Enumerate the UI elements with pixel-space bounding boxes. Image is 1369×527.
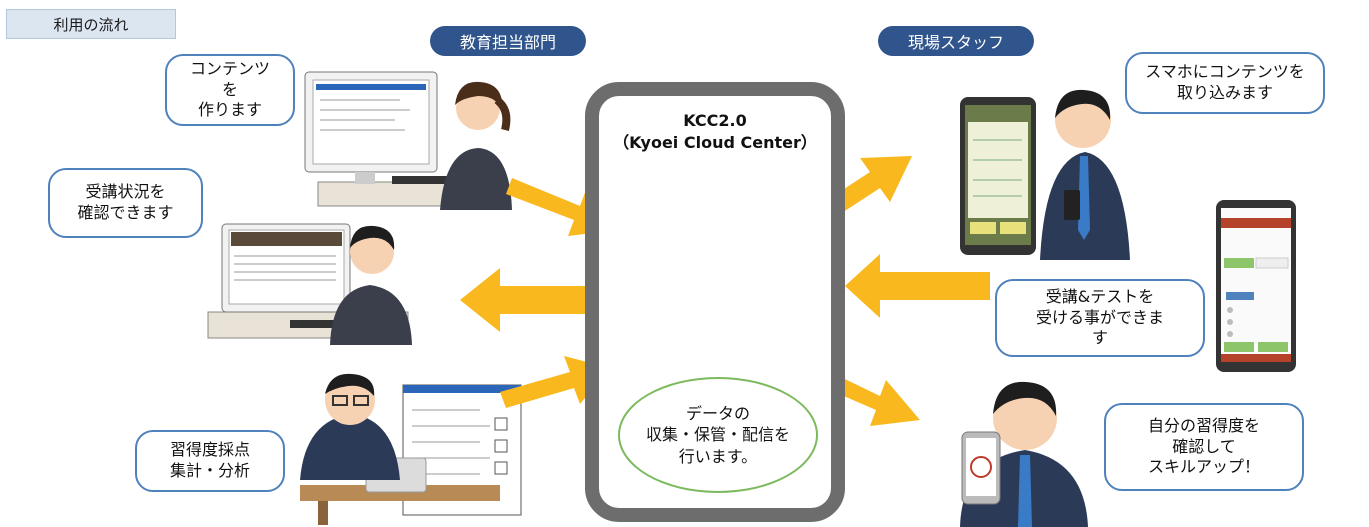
data-collection-ellipse: データの 収集・保管・配信を 行います。 xyxy=(618,377,818,493)
bubble-create-contents: コンテンツ を 作ります xyxy=(165,54,295,126)
man-at-computer-illustration xyxy=(207,223,412,345)
arrow-from-test-app xyxy=(845,254,990,318)
kcc-title-line1: KCC2.0 xyxy=(683,111,747,130)
bubble-import-contents: スマホにコンテンツを 取り込みます xyxy=(1125,52,1325,114)
flow-section-label: 利用の流れ xyxy=(6,9,176,39)
smiling-man-illustration xyxy=(960,381,1088,527)
test-app-phone-illustration xyxy=(1216,200,1296,372)
education-dept-header: 教育担当部門 xyxy=(430,26,586,56)
arrow-send-status xyxy=(460,268,610,332)
man-grading-illustration xyxy=(300,373,522,525)
bubble-skill-up: 自分の習得度を 確認して スキルアップ！ xyxy=(1104,403,1304,491)
kcc-title-line2: （Kyoei Cloud Center） xyxy=(613,133,817,153)
kcc-title: KCC2.0 （Kyoei Cloud Center） xyxy=(600,110,830,155)
man-with-phone-illustration xyxy=(960,89,1130,260)
woman-at-computer-illustration xyxy=(304,71,512,210)
bubble-take-tests: 受講&テストを 受ける事ができま す xyxy=(995,279,1205,357)
bubble-check-status: 受講状況を 確認できます xyxy=(48,168,203,238)
arrow-grading-data xyxy=(500,356,610,408)
field-staff-header: 現場スタッフ xyxy=(878,26,1034,56)
bubble-grading: 習得度採点 集計・分析 xyxy=(135,430,285,492)
